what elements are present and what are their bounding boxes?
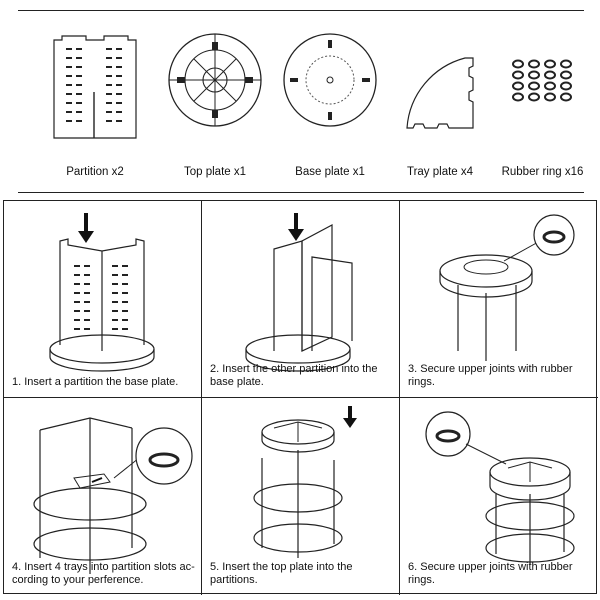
step-3-illustration <box>439 214 575 361</box>
step-2-text: 2. Insert the other partition into the b… <box>210 363 378 388</box>
part-base-plate: Base plate x1 <box>270 28 390 188</box>
step-1-text: 1. Insert a partition the base plate. <box>12 376 179 388</box>
step-3: 3. Secure upper joints with rubber rings… <box>400 201 598 398</box>
part-label: Partition x2 <box>66 166 124 178</box>
step-4-text: 4. Insert 4 trays into partition slots a… <box>12 561 195 586</box>
step-6-illustration <box>425 411 575 564</box>
top-plate-icon <box>168 33 262 127</box>
step-1: 1. Insert a partition the base plate. <box>4 201 202 398</box>
step-4-illustration <box>33 417 193 574</box>
step-1-illustration <box>49 213 155 372</box>
rubber-ring-icon <box>512 59 572 102</box>
part-label: Top plate x1 <box>183 166 246 178</box>
tray-plate-icon <box>406 57 474 129</box>
step-5-illustration <box>253 406 357 558</box>
part-label: Rubber ring x16 <box>501 166 584 178</box>
step-6-text: 6. Secure upper joints with rubber rings… <box>408 561 573 586</box>
partition-panel-icon <box>53 35 137 139</box>
parts-list: Partition x2 Top plate x1 Base p <box>0 0 600 195</box>
top-rule <box>18 10 584 11</box>
middle-rule <box>18 192 584 193</box>
part-partition: Partition x2 <box>30 28 160 188</box>
part-tray-plate: Tray plate x4 <box>385 28 495 188</box>
step-2: 2. Insert the other partition into the b… <box>202 201 400 398</box>
base-plate-icon <box>283 33 377 127</box>
part-rubber-ring: Rubber ring x16 <box>490 28 595 188</box>
step-5-text: 5. Insert the top plate into the partiti… <box>210 561 353 586</box>
step-5: 5. Insert the top plate into the partiti… <box>202 398 400 595</box>
part-label: Base plate x1 <box>295 166 365 178</box>
part-top-plate: Top plate x1 <box>155 28 275 188</box>
step-4: 4. Insert 4 trays into partition slots a… <box>4 398 202 595</box>
steps-grid: 1. Insert a partition the base plate. 2.… <box>3 200 598 595</box>
step-2-illustration <box>245 213 353 372</box>
step-3-text: 3. Secure upper joints with rubber rings… <box>408 363 573 388</box>
step-6: 6. Secure upper joints with rubber rings… <box>400 398 598 595</box>
part-label: Tray plate x4 <box>406 166 474 178</box>
